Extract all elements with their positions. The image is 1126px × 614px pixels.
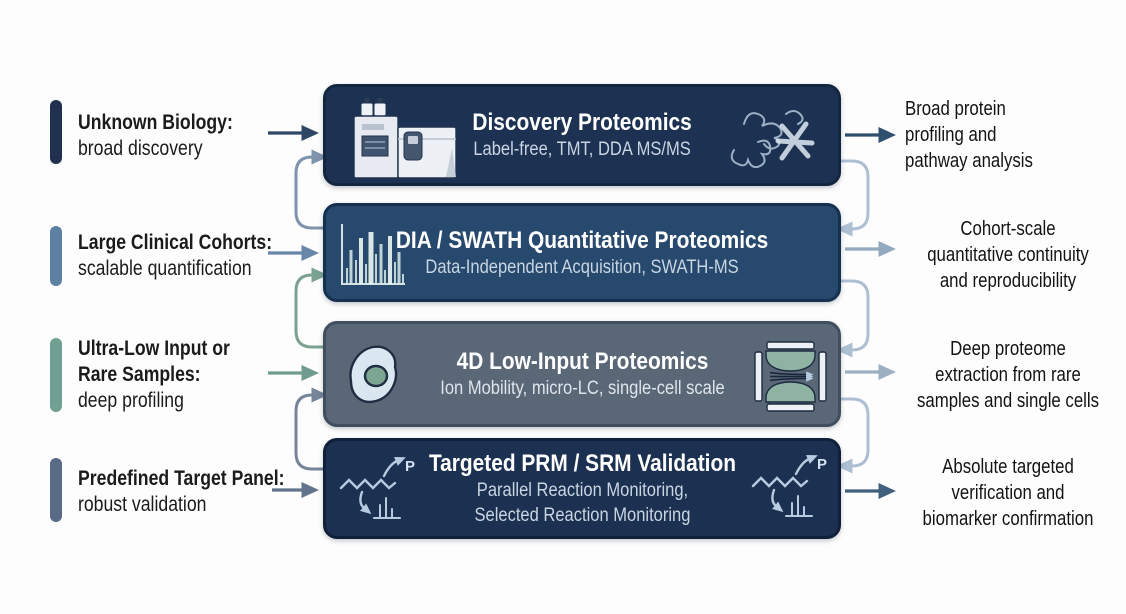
box-title: 4D Low-Input Proteomics bbox=[456, 348, 708, 375]
spectra-chart-icon bbox=[341, 224, 405, 285]
need-subtitle: broad discovery bbox=[78, 137, 203, 160]
outcome-label-2: Cohort-scale quantitative continuity and… bbox=[893, 216, 1123, 294]
need-label-1: Unknown Biology: broad discovery bbox=[78, 110, 328, 162]
loop-up-arrow-1 bbox=[294, 149, 328, 230]
outcome-line: biomarker confirmation bbox=[922, 508, 1094, 530]
box-subtitle: Label-free, TMT, DDA MS/MS bbox=[473, 139, 691, 160]
box-subtitle: Data-Independent Acquisition, SWATH-MS bbox=[425, 256, 739, 278]
outcome-line: samples and single cells bbox=[916, 390, 1100, 412]
box-subtitle: Parallel Reaction Monitoring, bbox=[476, 480, 688, 501]
outcome-line: Absolute targeted bbox=[942, 456, 1074, 478]
need-subtitle: scalable quantification bbox=[78, 257, 252, 280]
need-bar-4 bbox=[50, 458, 62, 522]
need-subtitle: deep profiling bbox=[78, 389, 184, 412]
svg-text:P: P bbox=[817, 456, 827, 473]
protein-structures-icon bbox=[730, 110, 815, 169]
loop-down-arrow-2 bbox=[836, 279, 870, 358]
need-bar-3 bbox=[50, 338, 62, 412]
outcome-line: Cohort-scale bbox=[960, 218, 1056, 240]
need-bar-2 bbox=[50, 226, 62, 286]
outcome-line: profiling and bbox=[905, 124, 997, 146]
prm-peptide-icon: P bbox=[751, 455, 827, 517]
outcome-line: pathway analysis bbox=[905, 150, 1033, 172]
need-title: Predefined Target Panel: bbox=[78, 467, 285, 490]
loop-down-arrow-3 bbox=[836, 397, 870, 474]
outcome-line: quantitative continuity bbox=[927, 244, 1089, 266]
outcome-label-3: Deep proteome extraction from rare sampl… bbox=[893, 336, 1123, 414]
box-title: Discovery Proteomics bbox=[472, 109, 692, 136]
need-label-4: Predefined Target Panel: robust validati… bbox=[78, 466, 328, 518]
outcome-label-1: Broad protein profiling and pathway anal… bbox=[905, 96, 1125, 174]
need-title: Rare Samples: bbox=[78, 363, 201, 386]
outcome-line: extraction from rare bbox=[935, 364, 1081, 386]
prm-peptide-icon: P bbox=[339, 457, 415, 519]
box-title: Targeted PRM / SRM Validation bbox=[428, 450, 736, 477]
need-label-3: Ultra-Low Input or Rare Samples: deep pr… bbox=[78, 336, 328, 414]
method-box-prm-srm: P P Targeted PRM / SRM Vali bbox=[323, 438, 841, 539]
svg-text:P: P bbox=[405, 458, 415, 475]
box-title: DIA / SWATH Quantitative Proteomics bbox=[395, 226, 769, 254]
outcome-label-4: Absolute targeted verification and bioma… bbox=[893, 454, 1123, 532]
method-box-discovery: Discovery Proteomics Label-free, TMT, DD… bbox=[323, 84, 841, 186]
box-subtitle: Selected Reaction Monitoring bbox=[474, 505, 690, 526]
cell-icon bbox=[349, 345, 398, 404]
need-subtitle: robust validation bbox=[78, 493, 207, 516]
need-title: Ultra-Low Input or bbox=[78, 337, 230, 360]
need-label-2: Large Clinical Cohorts: scalable quantif… bbox=[78, 230, 328, 282]
need-title: Large Clinical Cohorts: bbox=[78, 231, 273, 254]
outcome-line: verification and bbox=[951, 482, 1065, 504]
outcome-line: and reproducibility bbox=[939, 270, 1077, 292]
method-box-4d-low-input: 4D Low-Input Proteomics Ion Mobility, mi… bbox=[323, 321, 841, 427]
outcome-line: Broad protein bbox=[905, 98, 1006, 120]
loop-down-arrow-1 bbox=[836, 159, 870, 237]
need-title: Unknown Biology: bbox=[78, 111, 233, 134]
ion-mobility-icon bbox=[754, 341, 827, 412]
box-subtitle: Ion Mobility, micro-LC, single-cell scal… bbox=[439, 378, 725, 399]
mass-spectrometer-icon bbox=[353, 98, 457, 179]
method-box-dia-swath: DIA / SWATH Quantitative Proteomics Data… bbox=[323, 203, 841, 302]
outcome-line: Deep proteome bbox=[950, 338, 1066, 360]
need-bar-1 bbox=[50, 100, 62, 164]
